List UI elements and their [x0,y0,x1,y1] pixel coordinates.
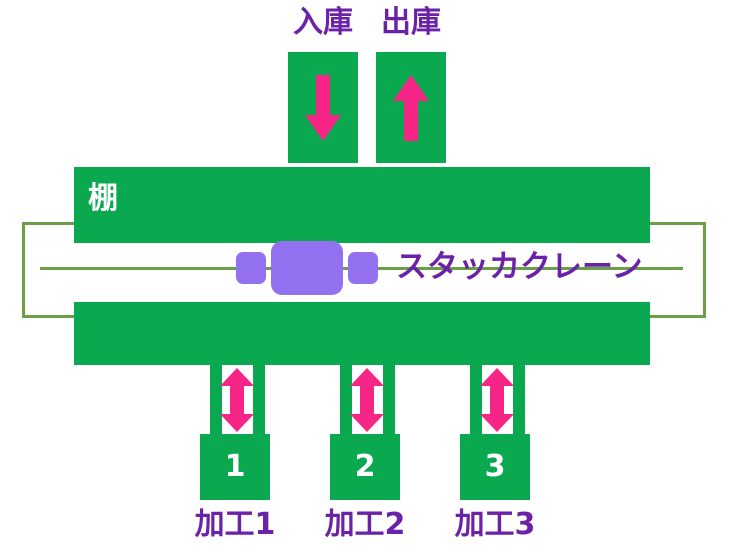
inbound-port-label: 入庫 [293,5,353,40]
station-1-label: 加工1 [194,507,276,542]
arrow-up-down-icon [220,368,254,432]
station-3-box[interactable] [460,434,530,500]
station-1-left-leg [210,365,222,437]
rack-label: 棚 [88,181,118,216]
station-3-label: 加工3 [454,507,536,542]
stacker-crane-label: スタッカクレーン [396,249,643,285]
station-2-left-leg [340,365,352,437]
station-3-number: 3 [484,449,506,484]
station-2-box[interactable] [330,434,400,500]
arrow-up-icon [393,75,429,141]
station-2-right-leg [383,365,395,437]
station-1-box[interactable] [200,434,270,500]
station-3-left-leg [470,365,482,437]
upper-rack-bar[interactable] [74,167,650,243]
station-2-number: 2 [354,449,376,484]
arrow-up-down-icon [480,368,514,432]
station-1-right-leg [253,365,265,437]
crane-right-carriage[interactable] [348,252,378,284]
crane-body[interactable] [271,241,343,295]
outbound-port-label: 出庫 [381,5,441,40]
station-1-number: 1 [224,449,246,484]
arrow-up-down-icon [350,368,384,432]
crane-left-carriage[interactable] [236,252,266,284]
station-3-right-leg [513,365,525,437]
lower-rack-bar[interactable] [74,302,650,365]
station-2-label: 加工2 [324,507,406,542]
arrow-down-icon [305,75,341,141]
